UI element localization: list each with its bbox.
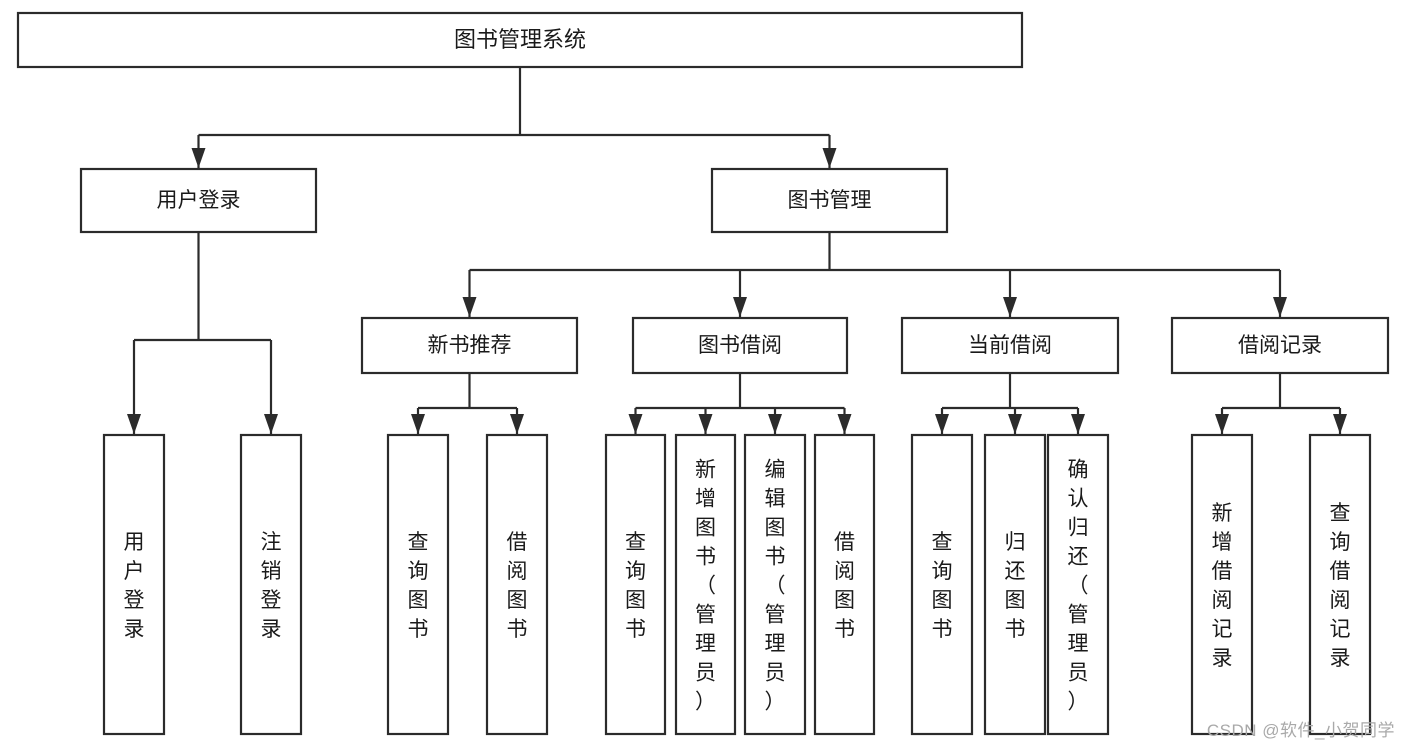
- node-leaf-4[interactable]: 借阅图书: [485, 433, 549, 736]
- node-label: 查询图书: [625, 531, 646, 641]
- node-label: 查询借阅记录: [1330, 502, 1351, 670]
- node-leaf-5[interactable]: 查询图书: [604, 433, 667, 736]
- node-label: 新书推荐: [428, 334, 512, 357]
- connector-layer: [127, 67, 1347, 434]
- node-leaf-3[interactable]: 查询图书: [386, 433, 450, 736]
- node-leaf-6[interactable]: 新增图书（管理员）: [674, 433, 737, 736]
- node-label: 当前借阅: [968, 334, 1052, 357]
- node-level2-1[interactable]: 用户登录: [79, 167, 318, 234]
- node-level3-2[interactable]: 图书借阅: [631, 316, 849, 375]
- node-label: 查询图书: [932, 531, 953, 641]
- node-leaf-13[interactable]: 查询借阅记录: [1308, 433, 1372, 736]
- node-leaf-12[interactable]: 新增借阅记录: [1190, 433, 1254, 736]
- node-label: 借阅图书: [507, 531, 528, 641]
- node-label: 查询图书: [408, 531, 429, 641]
- node-leaf-10[interactable]: 归还图书: [983, 433, 1047, 736]
- node-leaf-2[interactable]: 注销登录: [239, 433, 303, 736]
- node-level3-1[interactable]: 新书推荐: [360, 316, 579, 375]
- node-leaf-7[interactable]: 编辑图书（管理员）: [743, 433, 807, 736]
- node-level2-2[interactable]: 图书管理: [710, 167, 949, 234]
- node-level3-3[interactable]: 当前借阅: [900, 316, 1120, 375]
- node-label: 归还图书: [1005, 531, 1026, 641]
- node-label: 图书管理系统: [454, 27, 586, 52]
- node-label: 借阅记录: [1238, 334, 1322, 357]
- node-leaf-8[interactable]: 借阅图书: [813, 433, 876, 736]
- node-layer: 图书管理系统用户登录图书管理新书推荐图书借阅当前借阅借阅记录用户登录注销登录查询…: [16, 11, 1390, 736]
- node-leaf-9[interactable]: 查询图书: [910, 433, 974, 736]
- node-label: 编辑图书（管理员）: [765, 459, 786, 714]
- node-root[interactable]: 图书管理系统: [16, 11, 1024, 69]
- node-leaf-11[interactable]: 确认归还（管理员）: [1046, 433, 1110, 736]
- node-label: 图书借阅: [698, 334, 782, 357]
- node-leaf-1[interactable]: 用户登录: [102, 433, 166, 736]
- node-label: 确认归还（管理员）: [1068, 459, 1089, 714]
- node-label: 新增图书（管理员）: [695, 459, 716, 714]
- node-level3-4[interactable]: 借阅记录: [1170, 316, 1390, 375]
- node-label: 用户登录: [157, 189, 241, 212]
- node-label: 图书管理: [788, 189, 872, 212]
- node-label: 注销登录: [261, 531, 282, 641]
- node-label: 用户登录: [124, 531, 145, 641]
- node-label: 新增借阅记录: [1212, 502, 1233, 670]
- node-label: 借阅图书: [834, 531, 855, 641]
